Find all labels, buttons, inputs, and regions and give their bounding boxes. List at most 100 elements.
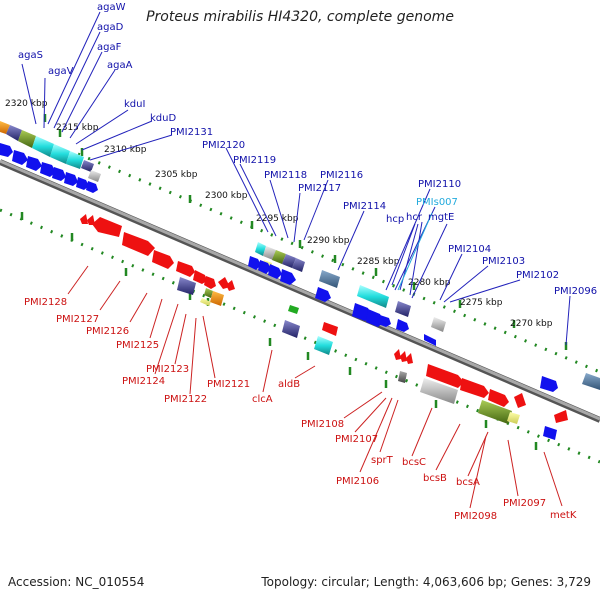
gene-arrow[interactable] (92, 217, 122, 237)
gene-label[interactable]: bcsC (402, 457, 426, 468)
gene-label[interactable]: bcsA (456, 477, 480, 488)
gene-box[interactable] (420, 378, 458, 404)
gene-box[interactable] (282, 254, 296, 268)
gene-label[interactable]: PMI2127 (56, 314, 99, 325)
gene-label[interactable]: PMI2107 (335, 434, 378, 445)
gene-label[interactable]: clcA (252, 394, 273, 405)
gene-box[interactable] (88, 170, 101, 182)
gene-label[interactable]: agaA (107, 60, 133, 71)
gene-arrow[interactable] (430, 337, 436, 346)
gene-label[interactable]: agaV (48, 66, 74, 77)
gene-box[interactable] (314, 336, 333, 355)
gene-label[interactable]: PMI2104 (448, 244, 491, 255)
gene-arrow[interactable] (378, 315, 391, 327)
gene-label[interactable]: kduI (124, 99, 145, 110)
gene-box[interactable] (507, 412, 520, 424)
gene-arrow[interactable] (514, 393, 526, 408)
gene-arrow[interactable] (204, 276, 216, 289)
gene-box[interactable] (395, 301, 411, 317)
gene-label[interactable]: PMI2126 (86, 326, 129, 337)
gene-label[interactable]: hcr (406, 212, 423, 223)
gene-arrow[interactable] (258, 260, 271, 274)
gene-arrow[interactable] (426, 364, 464, 388)
gene-box[interactable] (357, 285, 389, 308)
gene-arrow[interactable] (268, 264, 282, 279)
gene-box[interactable] (32, 136, 54, 157)
gene-arrow[interactable] (52, 167, 66, 181)
gene-arrow[interactable] (315, 287, 331, 302)
gene-arrow[interactable] (554, 410, 568, 423)
gene-label[interactable]: hcp (386, 214, 404, 225)
gene-box[interactable] (204, 288, 213, 298)
gene-arrow[interactable] (400, 351, 407, 362)
gene-arrow[interactable] (0, 143, 13, 157)
gene-box[interactable] (282, 320, 300, 338)
gene-arrow[interactable] (543, 426, 557, 440)
gene-label[interactable]: PMI2103 (482, 256, 525, 267)
gene-arrow[interactable] (540, 376, 558, 392)
gene-box[interactable] (210, 291, 224, 306)
gene-box[interactable] (292, 258, 305, 272)
gene-label[interactable]: PMI2118 (264, 170, 307, 181)
gene-box[interactable] (200, 298, 211, 306)
gene-box[interactable] (478, 400, 512, 424)
gene-label[interactable]: PMI2119 (233, 155, 276, 166)
gene-label[interactable]: PMIs007 (416, 197, 458, 208)
gene-arrow[interactable] (86, 181, 98, 193)
gene-arrow[interactable] (394, 349, 401, 360)
gene-arrow[interactable] (322, 322, 338, 336)
gene-arrow[interactable] (248, 256, 261, 270)
gene-arrow[interactable] (80, 214, 88, 224)
gene-label[interactable]: PMI2121 (207, 379, 250, 390)
gene-box[interactable] (6, 125, 22, 141)
gene-label[interactable]: PMI2125 (116, 340, 159, 351)
gene-label[interactable]: bcsB (423, 473, 447, 484)
gene-arrow[interactable] (226, 280, 235, 291)
gene-label[interactable]: PMI2110 (418, 179, 461, 190)
gene-label[interactable]: agaF (97, 42, 122, 53)
gene-label[interactable]: mgtE (428, 212, 454, 223)
gene-label[interactable]: PMI2098 (454, 511, 497, 522)
gene-box[interactable] (177, 277, 196, 295)
gene-arrow[interactable] (152, 250, 174, 269)
gene-label[interactable]: PMI2131 (170, 127, 213, 138)
gene-box[interactable] (263, 246, 276, 260)
gene-box[interactable] (431, 317, 446, 332)
gene-box[interactable] (18, 130, 36, 148)
gene-box[interactable] (81, 160, 94, 172)
gene-box[interactable] (0, 121, 10, 134)
gene-arrow[interactable] (64, 172, 78, 186)
gene-label[interactable]: PMI2106 (336, 476, 379, 487)
gene-box[interactable] (288, 305, 299, 314)
gene-arrow[interactable] (460, 378, 489, 398)
gene-box[interactable] (272, 250, 286, 264)
gene-label[interactable]: PMI2122 (164, 394, 207, 405)
gene-arrow[interactable] (26, 156, 42, 171)
gene-arrow[interactable] (280, 269, 296, 285)
gene-label[interactable]: agaS (18, 50, 43, 61)
gene-box[interactable] (255, 242, 266, 256)
gene-arrow[interactable] (122, 232, 155, 256)
gene-arrow[interactable] (424, 334, 430, 343)
gene-label[interactable]: PMI2128 (24, 297, 67, 308)
gene-label[interactable]: PMI2108 (301, 419, 344, 430)
gene-label[interactable]: agaD (97, 22, 124, 33)
gene-label[interactable]: sprT (371, 455, 394, 466)
gene-arrow[interactable] (396, 319, 409, 332)
gene-label[interactable]: PMI2096 (554, 286, 597, 297)
gene-box[interactable] (319, 270, 340, 288)
gene-arrow[interactable] (12, 150, 28, 165)
gene-label[interactable]: PMI2116 (320, 170, 363, 181)
gene-label[interactable]: PMI2123 (146, 364, 189, 375)
gene-label[interactable]: PMI2102 (516, 270, 559, 281)
gene-label[interactable]: kduD (150, 113, 176, 124)
gene-box[interactable] (582, 373, 600, 390)
gene-arrow[interactable] (40, 162, 56, 177)
gene-box[interactable] (50, 144, 70, 164)
gene-arrow[interactable] (87, 215, 95, 225)
gene-label[interactable]: PMI2117 (298, 183, 341, 194)
gene-label[interactable]: PMI2124 (122, 376, 165, 387)
gene-arrow[interactable] (176, 261, 195, 277)
gene-label[interactable]: PMI2114 (343, 201, 386, 212)
gene-arrow[interactable] (193, 270, 207, 284)
